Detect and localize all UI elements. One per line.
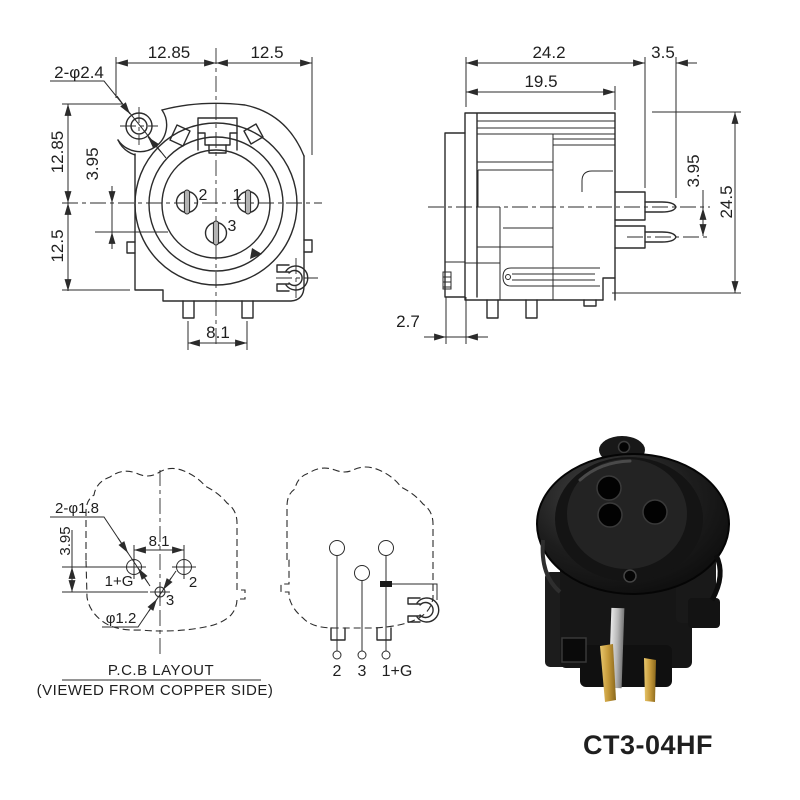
pad3-label: 3: [166, 592, 174, 609]
solder-tab-right: [241, 300, 254, 319]
keyway-left: [169, 124, 191, 147]
socket-3: [354, 565, 370, 581]
contact-pin-2: [175, 189, 199, 215]
photo-socket-hole-1: [596, 475, 622, 501]
panel-flange: [444, 132, 466, 298]
front-view: 2 1 3 12.85 12.5 12.85 12.5 3.95 8.1: [48, 43, 322, 350]
lug-centerlines: [276, 258, 318, 298]
terminal-2: [332, 650, 342, 660]
photo-pin-gold-right: [644, 658, 656, 702]
pad1-label: 1+G: [105, 573, 134, 590]
dim-pin3-offset: 3.95: [83, 147, 102, 180]
mount-hole-inner: [130, 117, 148, 135]
photo-latch-window: [561, 637, 587, 663]
copper-side-view: 2 3 1+G: [280, 466, 440, 680]
product-photo: [536, 436, 730, 702]
photo-socket-hole-2: [597, 502, 623, 528]
pin1-label: 1: [233, 187, 242, 204]
contact-carrier: [614, 191, 646, 249]
ground-strap: [502, 267, 600, 287]
photo-mount-hole: [617, 440, 631, 454]
dim-overall-height: 24.5: [717, 185, 736, 218]
mid-shell-circle: [148, 136, 284, 272]
pcb-layout-view: 1+G 2 3 8.1 3.95 2-φ1.8 φ1.2 P.C.B LAYOU…: [37, 467, 274, 699]
terminal2-label: 2: [333, 663, 342, 680]
pin3-label: 3: [228, 218, 237, 235]
solder-pin-lower: [644, 231, 677, 243]
dim-pin3-hole-callout: φ1.2: [106, 610, 137, 627]
terminal-1g: [381, 650, 391, 660]
pcb-pin-left: [486, 299, 499, 319]
terminal-leads: [336, 556, 387, 651]
socket-2: [329, 540, 345, 556]
latch-notch: [197, 117, 238, 151]
dim-pin-gap: 3.95: [684, 154, 703, 187]
dim-overall-width: 24.2: [532, 43, 565, 62]
part-number-label: CT3-04HF: [583, 730, 713, 760]
pcb-caption-title: P.C.B LAYOUT: [108, 662, 214, 679]
dim-body-depth: 19.5: [524, 72, 557, 91]
dim-pad-spacing: 8.1: [149, 533, 170, 550]
flange-left-tab: [126, 241, 136, 254]
pcb-nub: [583, 299, 597, 307]
socket-1g: [378, 540, 394, 556]
solder-tab-left: [182, 300, 195, 319]
contact-pin-3: [204, 220, 228, 246]
keyway-right: [243, 123, 264, 145]
flange-right-tab: [303, 239, 313, 253]
dim-flange-thickness: 2.7: [396, 312, 420, 331]
solder-pin-upper: [644, 201, 677, 213]
dim-top-right: 12.5: [250, 43, 283, 62]
ground-lug: [276, 264, 309, 292]
terminal3-label: 3: [358, 663, 367, 680]
dim-pin-spacing: 8.1: [206, 323, 230, 342]
dim-pin-protrusion: 3.5: [651, 43, 675, 62]
dim-left-upper: 12.85: [48, 131, 67, 174]
terminal-3: [357, 650, 367, 660]
photo-latch-pin: [623, 569, 637, 583]
ground-lug: [407, 597, 440, 623]
pin2-label: 2: [199, 187, 208, 204]
polarity-mark: [250, 248, 262, 259]
ground-link: [392, 583, 438, 600]
housing-body: [464, 112, 616, 301]
photo-pin-gold-left: [600, 644, 616, 702]
dim-left-lower: 12.5: [48, 229, 67, 262]
footprint-outline: [85, 467, 246, 632]
dim-mount-holes-callout: 2-φ1.8: [55, 500, 99, 517]
photo-socket-hole-3: [642, 499, 668, 525]
dim-mount-hole-callout: 2-φ2.4: [54, 63, 104, 82]
pcb-caption-subtitle: (VIEWED FROM COPPER SIDE): [37, 682, 274, 699]
ground-bead: [380, 581, 392, 587]
dim-row-offset: 3.95: [57, 526, 74, 555]
mount-hole-outer: [125, 112, 153, 140]
mount-tabs: [330, 627, 392, 641]
dim-top-left: 12.85: [148, 43, 191, 62]
pad2-label: 2: [189, 574, 197, 591]
flange-top-edge: [161, 102, 305, 157]
pad-3: [150, 582, 170, 602]
terminal1g-label: 1+G: [382, 663, 413, 680]
side-view: 24.2 3.5 19.5 3.95 24.5 2.7: [396, 43, 741, 344]
contact-pin-1: [236, 189, 260, 215]
pcb-pin-right: [525, 299, 538, 319]
insert-circle: [161, 149, 271, 259]
